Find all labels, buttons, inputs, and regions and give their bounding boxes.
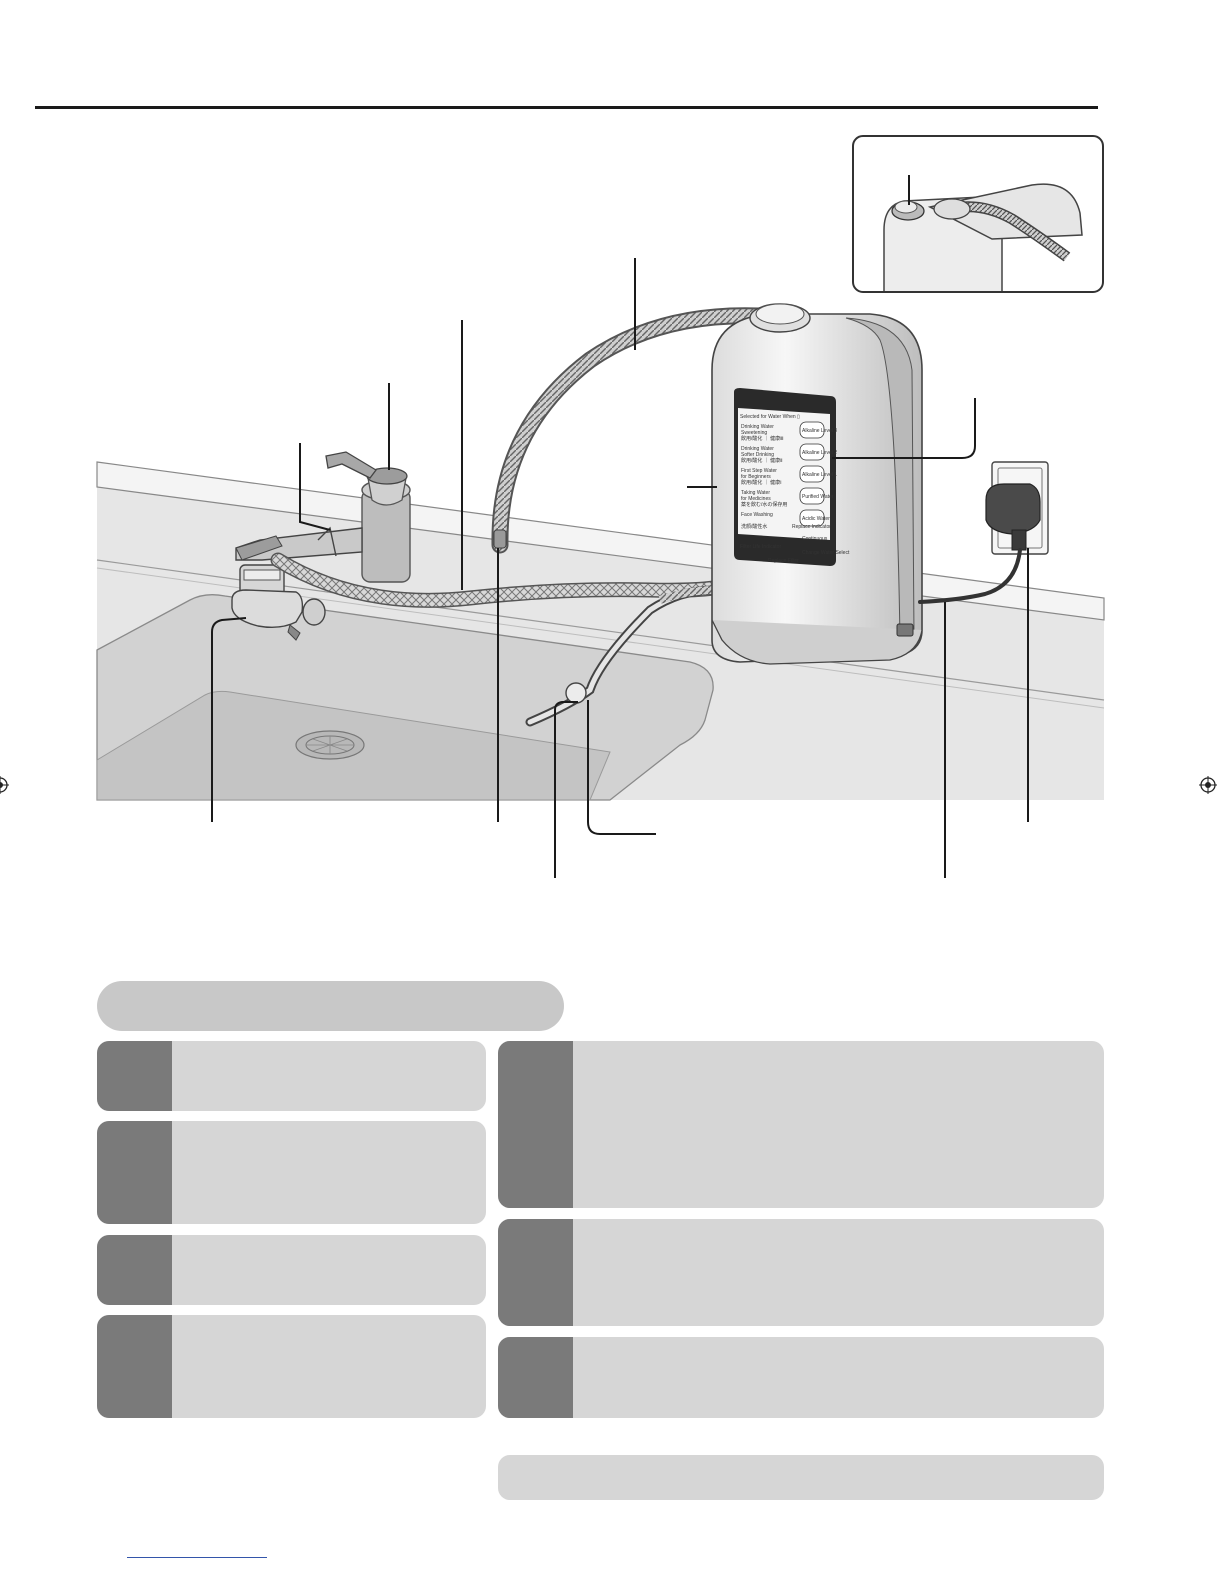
control-panel: Selected for Water When ▯ Drinking Water… [734,388,850,566]
power-outlet [986,462,1048,554]
mode-button-label: Alkaline Level 1 [802,472,837,478]
item-number-tab [97,1121,172,1224]
mode-button-label: Alkaline Level 3 [802,428,837,434]
mode-jp-label: 飲用/酸化 ｜ 健康Ⅱ [741,457,783,464]
mode-jp-label: 飲用/酸化 ｜ 健康Ⅲ [741,435,784,442]
list-item-3 [97,1235,486,1305]
water-ionizer-unit: Selected for Water When ▯ Drinking Water… [712,304,922,664]
replace-filter-label: Replace Filter [768,558,799,564]
list-item-6 [498,1219,1104,1326]
filter-life-indicator-label: Filter Life Indicator [740,544,781,550]
section-header-pill [97,981,564,1031]
mode-jp-label: 洗顔/酸性水 [741,523,767,530]
item-number-tab [498,1219,573,1326]
item-number-tab [498,1337,573,1418]
mode-button-label: Purified Water [802,494,834,500]
item-number-tab [97,1315,172,1418]
item-number-tab [498,1041,573,1208]
panel-header-text: Selected for Water When ▯ [740,414,800,420]
list-item-5 [498,1041,1104,1208]
inset-detail-box [852,135,1104,293]
item-number-tab [97,1235,172,1305]
footer-note-bar [498,1455,1104,1500]
list-item-4 [97,1315,486,1418]
continuous-button-label: Continuous [802,536,828,542]
list-item-1 [97,1041,486,1111]
mode-jp-label: 薬を飲む/水の保存用 [741,501,787,508]
hose-holder-ring [566,683,586,703]
replace-indicator-label: Replace Indicator [792,524,831,530]
list-item-2 [97,1121,486,1224]
mode-jp-label: 飲用/酸化 ｜ 健康Ⅰ [741,479,782,486]
list-item-7 [498,1337,1104,1418]
mode-title: Face Washing [741,512,773,518]
footnote-separator [127,1557,267,1558]
title-rule [35,106,1098,109]
mode-button-label: Alkaline Level 2 [802,450,837,456]
change-water-button-label: Change Water Select [802,550,850,556]
mode-button-label: Acidic Water [802,516,830,522]
item-number-tab [97,1041,172,1111]
